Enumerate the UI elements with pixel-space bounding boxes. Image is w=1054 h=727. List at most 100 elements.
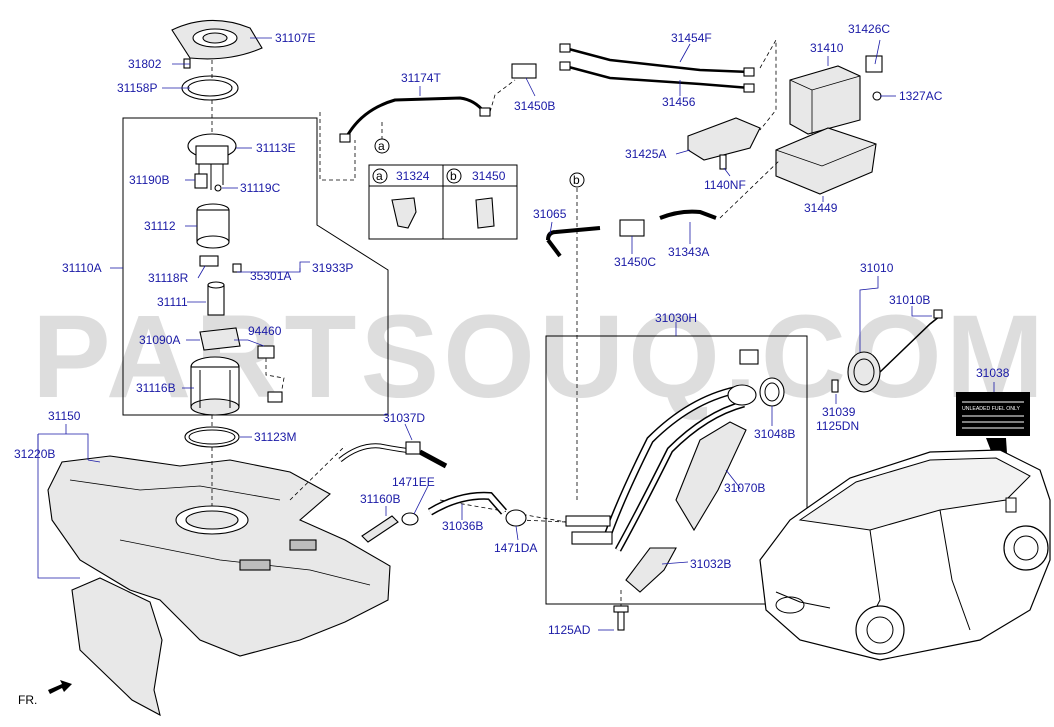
label-94460[interactable]: 94460 [248,324,282,338]
label-31158P[interactable]: 31158P [117,81,157,95]
label-31119C[interactable]: 31119C [240,181,281,195]
label-31111[interactable]: 31111 [157,295,188,309]
inset-part-a[interactable]: 31324 [396,169,430,183]
label-31010[interactable]: 31010 [860,261,894,275]
label-31038[interactable]: 31038 [976,366,1010,380]
label-1471DA[interactable]: 1471DA [494,541,537,555]
screw-31039[interactable] [831,379,839,393]
label-31220B[interactable]: 31220B [14,447,55,461]
retainer-ring[interactable] [181,75,239,101]
label-31065[interactable]: 31065 [533,207,567,221]
label-31343A[interactable]: 31343A [668,245,709,259]
hose-31036B[interactable] [427,491,508,516]
clamp-1471EE[interactable] [401,512,419,526]
clip-31324-icon [391,197,417,229]
label-31118R[interactable]: 31118R [148,271,189,285]
valve-31160B[interactable] [361,515,399,543]
pump-cover-plate[interactable] [171,19,263,60]
oring-31119C[interactable] [214,184,222,192]
label-1471EE[interactable]: 1471EE [392,475,435,489]
bracket-31426C[interactable] [865,55,883,73]
bolt-1125AD[interactable] [613,605,629,631]
label-31456[interactable]: 31456 [662,95,696,109]
vent-hose-31174T[interactable] [339,96,491,143]
label-31048B[interactable]: 31048B [754,427,795,441]
inset-table: a 31324 b 31450 [368,164,518,240]
level-sensor-94460[interactable] [257,345,285,403]
tether-31010B[interactable] [879,309,943,373]
label-1125AD[interactable]: 1125AD [548,623,591,637]
fuel-filter[interactable] [196,203,230,249]
inset-part-b[interactable]: 31450 [472,169,506,183]
car-illustration [759,449,1051,661]
hose-31343A[interactable] [659,209,717,220]
label-31174T[interactable]: 31174T [401,71,441,85]
vapor-tube-31454F[interactable] [559,43,755,93]
label-1140NF[interactable]: 1140NF [704,178,746,192]
fuel-cap-31010[interactable] [847,351,881,393]
label-31070B[interactable]: 31070B [724,481,765,495]
bracket-31032B[interactable] [625,547,677,593]
protector-31070B[interactable] [675,421,747,532]
label-31116B[interactable]: 31116B [136,381,176,395]
label-31425A[interactable]: 31425A [625,147,666,161]
valve-31450C[interactable] [619,219,645,237]
label-31150[interactable]: 31150 [48,409,81,423]
label-31036B[interactable]: 31036B [442,519,483,533]
label-31933P[interactable]: 31933P [312,261,353,275]
label-1327AC[interactable]: 1327AC [899,89,943,103]
canister-tray-31449[interactable] [775,127,877,195]
label-31123M[interactable]: 31123M [254,430,296,444]
label-31160B[interactable]: 31160B [360,492,400,506]
label-31454F[interactable]: 31454F [671,31,712,45]
label-31032B[interactable]: 31032B [690,557,731,571]
filler-pipe-31030H[interactable] [602,349,759,552]
canister-31410[interactable] [789,65,861,135]
pump-assembly-box [122,117,389,416]
label-31110A[interactable]: 31110A [62,261,102,275]
label-1125DN[interactable]: 1125DN [816,419,859,433]
pipe-ends[interactable] [565,515,613,545]
heat-shield-31220B[interactable] [71,577,163,717]
clip-31450B[interactable] [511,63,537,79]
connector-35301A[interactable] [232,263,242,273]
pump-flange[interactable] [187,133,237,190]
bracket-31425A[interactable] [687,117,761,161]
label-31449[interactable]: 31449 [804,201,838,215]
bolt-31802[interactable] [183,58,191,69]
label-31450B[interactable]: 31450B [514,99,555,113]
gasket-31123M[interactable] [184,426,240,448]
regulator-31190B[interactable] [194,173,208,189]
label-35301A[interactable]: 35301A [250,269,291,283]
clip-31450-icon [475,197,495,229]
label-31039[interactable]: 31039 [822,405,856,419]
label-31090A[interactable]: 31090A [139,333,180,347]
label-31037D[interactable]: 31037D [383,411,425,425]
hose-31037D[interactable] [338,441,448,469]
hose-31065[interactable] [546,226,601,258]
inset-ref-a: a [376,169,383,183]
filler-neck-box [545,335,808,605]
label-31190B[interactable]: 31190B [129,173,169,187]
fuel-tank[interactable] [47,455,391,657]
label-31410[interactable]: 31410 [810,41,844,55]
bolt-1140NF[interactable] [719,154,727,170]
label-31112[interactable]: 31112 [144,219,176,233]
label-31113E[interactable]: 31113E [256,141,296,155]
fuel-pump-motor[interactable] [207,281,225,316]
label-31030H[interactable]: 31030H [655,311,697,325]
fuel-label-31038[interactable]: UNLEADED FUEL ONLY [956,392,1030,436]
label-31010B[interactable]: 31010B [889,293,930,307]
label-31802[interactable]: 31802 [128,57,162,71]
clamp-1471DA[interactable] [505,509,527,527]
pump-bracket-31090A[interactable] [199,327,241,351]
nut-1327AC[interactable] [872,91,882,101]
sender-31118R[interactable] [199,255,219,267]
pump-reservoir[interactable] [190,356,240,416]
gasket-31048B[interactable] [759,377,785,407]
label-31450C[interactable]: 31450C [614,255,656,269]
leader-31174T-dash [319,112,356,181]
label-31107E[interactable]: 31107E [275,31,315,45]
label-31426C[interactable]: 31426C [848,22,890,36]
